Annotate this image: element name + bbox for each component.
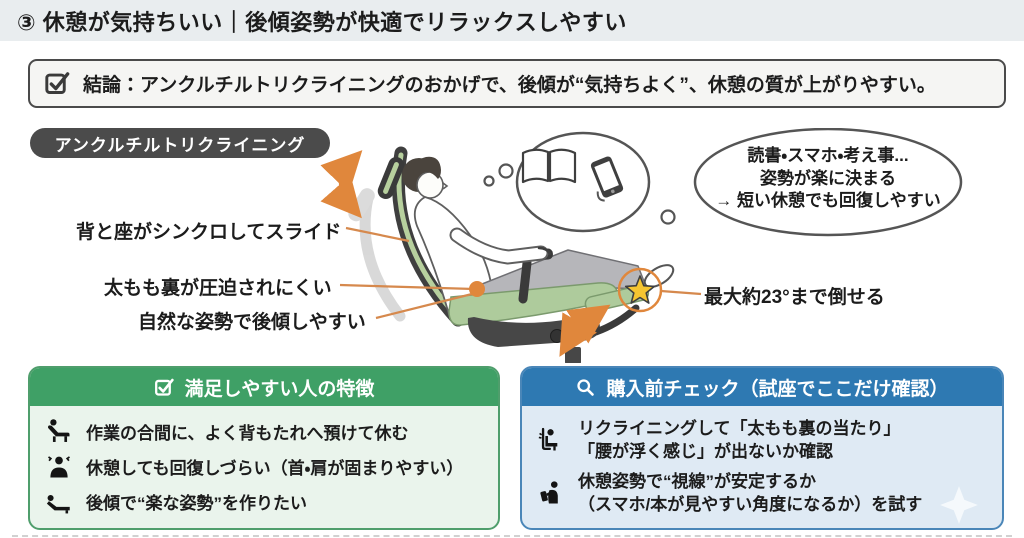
speech-bubble xyxy=(693,128,963,237)
recline-arrow-icon xyxy=(320,150,363,219)
pre-purchase-check-panel: 購入前チェック（試座でここだけ確認） リクライニングして「太もも裏の当たり」 「… xyxy=(520,366,1004,530)
blue-item-line: リクライニングして「太もも裏の当たり」 xyxy=(578,418,901,438)
thought-bubble-icons xyxy=(515,131,651,233)
blue-panel-body: リクライニングして「太もも裏の当たり」 「腰が浮く感じ」が出ないか確認 休憩姿勢… xyxy=(522,406,1002,527)
person-arm xyxy=(449,227,552,265)
chair-illustration xyxy=(320,128,963,363)
ankle-tilt-arrow-icon xyxy=(559,304,611,357)
feature-badge: アンクルチルトリクライニング xyxy=(30,128,330,158)
star-icon xyxy=(617,267,663,313)
recline-relax-icon xyxy=(44,488,74,516)
stiff-shoulders-icon xyxy=(44,453,74,481)
green-item-text: 休憩しても回復しづらい（首・肩が固まりやすい） xyxy=(86,459,464,478)
magnifier-icon xyxy=(577,378,595,396)
checkbox-icon xyxy=(154,378,174,396)
list-item: 後傾で“楽な姿勢”を作りたい xyxy=(44,488,488,516)
blue-item-line: 「腰が浮く感じ」が出ないか確認 xyxy=(578,441,833,461)
pivot-dot xyxy=(469,281,485,297)
blue-panel-title: 購入前チェック（試座でここだけ確認） xyxy=(606,378,949,400)
conclusion-text: 結論：アンクルチルトリクライニングのおかげで、後傾が“気持ちよく”、休憩の質が上… xyxy=(83,75,936,96)
bottom-divider xyxy=(12,535,1012,537)
blue-item-line: （スマホ/本が見やすい角度になるか）を試す xyxy=(578,495,923,515)
book-icon xyxy=(521,148,577,184)
list-item: 休憩しても回復しづらい（首・肩が固まりやすい） xyxy=(44,453,488,481)
bubble-line-2: 姿勢が楽に決まる xyxy=(760,168,896,188)
phone-gaze-icon xyxy=(536,479,566,507)
callout-leader-lines xyxy=(339,226,702,320)
green-item-text: 作業の合間に、よく背もたれへ預けて休む xyxy=(86,423,409,443)
sparkle-icon xyxy=(940,486,978,524)
blue-panel-header: 購入前チェック（試座でここだけ確認） xyxy=(522,368,1002,406)
title-band: ③ 休憩が気持ちいい｜後傾姿勢が快適でリラックスしやすい xyxy=(0,0,1024,41)
callout-natural-posture: 自然な姿勢で後傾しやすい xyxy=(138,312,366,333)
green-panel-title: 満足しやすい人の特徴 xyxy=(184,378,375,400)
blue-item-line: 休憩姿勢で“視線”が安定するか xyxy=(578,471,816,491)
bubble-line-1: 読書・スマホ・考え事... xyxy=(747,146,909,165)
smartphone-icon xyxy=(590,156,624,202)
lean-back-rest-icon xyxy=(44,417,74,445)
checkbox-icon xyxy=(45,72,70,94)
satisfied-users-panel: 満足しやすい人の特徴 作業の合間に、よく背もたれへ預けて休む xyxy=(28,366,500,530)
conclusion-box: 結論：アンクルチルトリクライニングのおかげで、後傾が“気持ちよく”、休憩の質が上… xyxy=(28,59,1006,108)
blue-item-text: リクライニングして「太もも裏の当たり」 「腰が浮く感じ」が出ないか確認 xyxy=(578,417,901,463)
callout-thigh-pressure: 太もも裏が圧迫されにくい xyxy=(104,278,332,299)
list-item: 休憩姿勢で“視線”が安定するか （スマホ/本が見やすい角度になるか）を試す xyxy=(536,470,992,516)
green-panel-header: 満足しやすい人の特徴 xyxy=(30,368,498,406)
thought-bubble-text: 読書・スマホ・考え事... 姿勢が楽に決まる → 短い休憩でも回復しやすい xyxy=(698,145,958,213)
callout-sync-slide: 背と座がシンクロしてスライド xyxy=(76,222,342,243)
blue-item-text: 休憩姿勢で“視線”が安定するか （スマホ/本が見やすい角度になるか）を試す xyxy=(578,470,922,516)
ghost-backrest xyxy=(348,188,406,322)
page-title: ③ 休憩が気持ちいい｜後傾姿勢が快適でリラックスしやすい xyxy=(17,9,627,35)
thought-dots xyxy=(483,163,676,225)
recline-check-icon xyxy=(536,426,566,454)
green-panel-body: 作業の合間に、よく背もたれへ預けて休む 休憩しても回復しづらい（首・肩が固まりや… xyxy=(30,406,498,527)
callout-recline-angle: 最大約23°まで倒せる xyxy=(704,287,885,308)
bubble-line-3: → 短い休憩でも回復しやすい xyxy=(715,191,941,211)
list-item: 作業の合間に、よく背もたれへ預けて休む xyxy=(44,417,488,445)
green-item-text: 後傾で“楽な姿勢”を作りたい xyxy=(86,494,307,514)
list-item: リクライニングして「太もも裏の当たり」 「腰が浮く感じ」が出ないか確認 xyxy=(536,417,992,463)
